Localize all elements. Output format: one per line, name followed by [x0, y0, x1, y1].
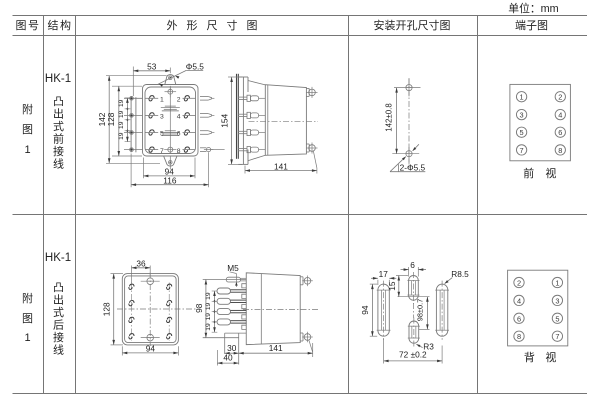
svg-text:98±0.7: 98±0.7: [416, 299, 425, 322]
svg-text:式: 式: [53, 120, 64, 133]
svg-text:HK-1: HK-1: [45, 73, 71, 85]
svg-text:寸: 寸: [227, 18, 238, 32]
svg-text:安装开孔尺寸图: 安装开孔尺寸图: [374, 18, 451, 32]
svg-text:Φ5.5: Φ5.5: [186, 61, 205, 71]
svg-text:接: 接: [53, 145, 64, 158]
svg-text:视: 视: [545, 166, 556, 180]
svg-text:4: 4: [517, 296, 521, 305]
svg-text:98: 98: [194, 303, 204, 313]
svg-text:外: 外: [167, 19, 178, 32]
svg-text:4: 4: [558, 111, 562, 120]
svg-text:141: 141: [269, 343, 283, 353]
svg-text:142±0.8: 142±0.8: [384, 103, 393, 132]
svg-text:8: 8: [558, 146, 562, 155]
svg-text:3: 3: [555, 296, 559, 305]
svg-text:线: 线: [53, 342, 64, 356]
svg-text:1: 1: [160, 97, 164, 104]
svg-text:7: 7: [520, 146, 524, 155]
svg-text:128: 128: [101, 302, 111, 316]
svg-text:结: 结: [48, 19, 59, 32]
svg-text:1: 1: [24, 144, 30, 156]
svg-text:7: 7: [555, 332, 559, 341]
svg-text:号: 号: [28, 19, 39, 32]
svg-text:线: 线: [53, 156, 64, 170]
svg-text:1: 1: [24, 332, 30, 344]
svg-text:R3: R3: [423, 341, 434, 351]
svg-text:19: 19: [118, 110, 125, 118]
svg-text:94: 94: [146, 344, 156, 354]
svg-text:尺: 尺: [207, 20, 218, 32]
svg-text:19: 19: [205, 323, 212, 331]
svg-text:154: 154: [220, 113, 230, 127]
svg-text:3: 3: [520, 111, 524, 120]
svg-text:凸: 凸: [53, 282, 64, 294]
svg-text:前: 前: [523, 166, 534, 180]
svg-text:128: 128: [106, 112, 116, 126]
svg-text:后: 后: [53, 319, 64, 332]
svg-text:端子图: 端子图: [515, 19, 548, 32]
svg-text:图: 图: [247, 19, 258, 32]
svg-text:HK-1: HK-1: [45, 252, 71, 264]
svg-text:2: 2: [177, 97, 181, 104]
svg-text:视: 视: [545, 350, 556, 364]
svg-text:图: 图: [22, 123, 33, 136]
svg-text:图: 图: [16, 19, 27, 32]
svg-text:40: 40: [223, 353, 233, 363]
svg-text:6: 6: [410, 260, 415, 270]
svg-text:7: 7: [160, 148, 164, 155]
svg-text:5: 5: [520, 128, 524, 137]
svg-text:背: 背: [524, 350, 535, 364]
svg-text:17: 17: [379, 269, 389, 279]
svg-text:附: 附: [22, 291, 33, 305]
svg-text:6: 6: [558, 128, 562, 137]
svg-text:附: 附: [22, 102, 33, 116]
svg-text:5: 5: [555, 314, 559, 323]
svg-text:72 ±0.2: 72 ±0.2: [399, 349, 427, 359]
svg-text:8: 8: [517, 332, 521, 341]
svg-text:R8.5: R8.5: [451, 269, 469, 279]
svg-text:141: 141: [274, 161, 288, 171]
svg-text:2: 2: [517, 279, 521, 288]
svg-text:5: 5: [160, 131, 164, 138]
svg-text:53: 53: [147, 61, 157, 71]
svg-text:形: 形: [187, 19, 198, 32]
svg-text:构: 构: [60, 18, 71, 32]
svg-text:2: 2: [558, 93, 562, 102]
svg-text:3: 3: [160, 114, 164, 121]
svg-text:15: 15: [387, 281, 397, 291]
svg-text:19: 19: [205, 302, 212, 310]
svg-text:图: 图: [22, 312, 33, 325]
svg-text:116: 116: [163, 175, 177, 185]
svg-text:前: 前: [53, 132, 64, 146]
svg-text:30: 30: [227, 343, 237, 353]
svg-text:4: 4: [177, 114, 181, 121]
svg-text:19: 19: [205, 313, 212, 321]
svg-text:凸: 凸: [53, 96, 64, 108]
svg-text:M5: M5: [227, 263, 239, 273]
svg-text:19: 19: [205, 292, 212, 300]
svg-text:94: 94: [165, 167, 175, 177]
svg-text:出: 出: [53, 293, 64, 307]
svg-text:接: 接: [53, 331, 64, 344]
svg-text:出: 出: [53, 107, 64, 121]
svg-text:19: 19: [118, 121, 125, 129]
svg-text:19: 19: [118, 132, 125, 140]
svg-text:8: 8: [177, 148, 181, 155]
svg-text:2-Φ5.5: 2-Φ5.5: [400, 163, 426, 173]
svg-text:式: 式: [53, 306, 64, 319]
svg-text:94: 94: [360, 305, 370, 315]
svg-text:19: 19: [118, 99, 125, 107]
svg-text:单位：mm: 单位：mm: [508, 1, 558, 15]
svg-text:1: 1: [555, 279, 559, 288]
svg-text:1: 1: [520, 93, 524, 102]
svg-text:6: 6: [517, 314, 521, 323]
svg-text:6: 6: [177, 131, 181, 138]
svg-text:142: 142: [97, 112, 107, 126]
svg-text:36: 36: [136, 258, 146, 268]
